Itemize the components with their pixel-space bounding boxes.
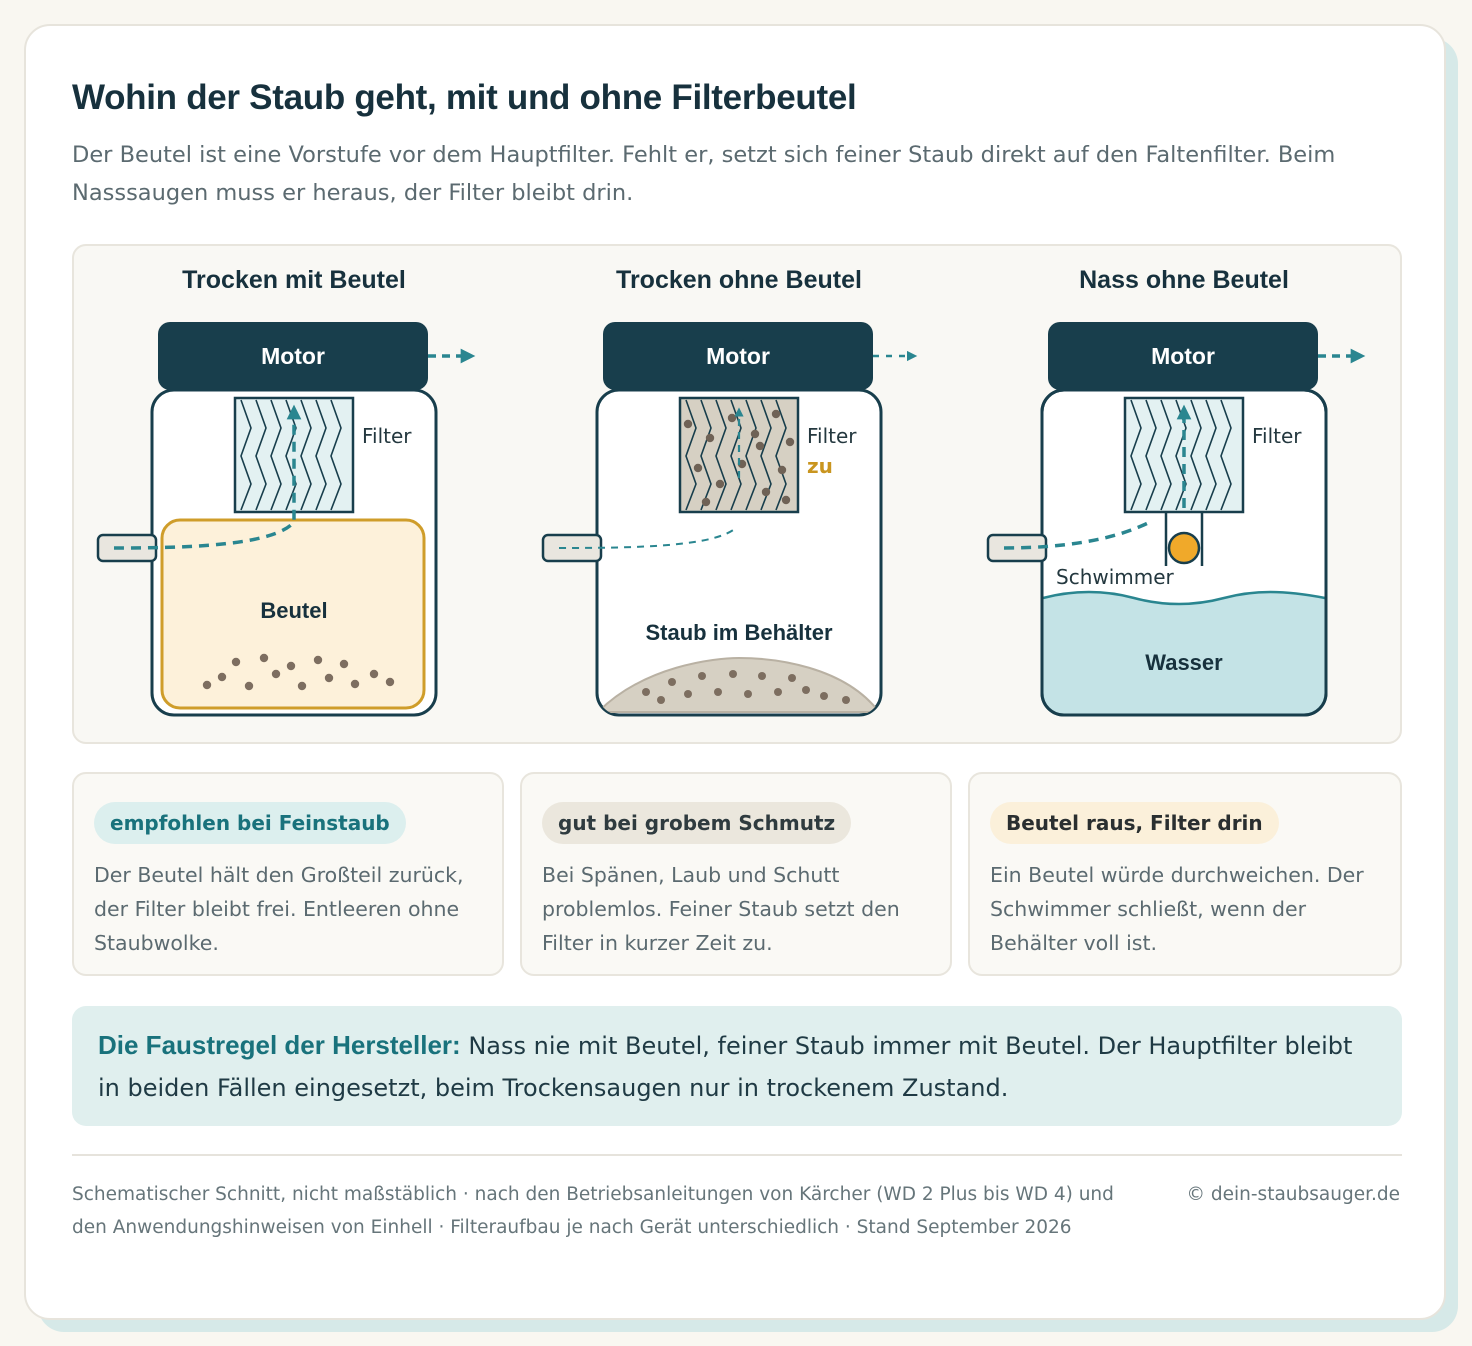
note-card-dry-without-bag: gut bei grobem Schmutz Bei Spänen, Laub … xyxy=(520,772,952,976)
filter-label: Filter xyxy=(1252,424,1302,448)
airflow-path xyxy=(113,404,302,550)
rule-of-thumb-box: Die Faustregel der Hersteller: Nass nie … xyxy=(72,1006,1402,1126)
filter-pleats xyxy=(1130,399,1232,511)
motor-label: Motor xyxy=(261,343,325,369)
water-surface xyxy=(1042,590,1326,606)
rule-text: Nass nie mit Beutel, feiner Staub immer … xyxy=(98,1032,1353,1102)
recommendation-badge: Beutel raus, Filter drin xyxy=(990,802,1279,844)
recommendation-badge: gut bei grobem Schmutz xyxy=(542,802,852,844)
diagram-heading: Nass ohne Beutel xyxy=(1079,266,1289,294)
diagram-dry-with-bag: Trocken mit Beutel Beutel xyxy=(96,266,476,717)
dust-particles xyxy=(202,653,395,691)
dust-bag xyxy=(160,518,426,710)
diagram-heading: Trocken ohne Beutel xyxy=(616,266,862,294)
intake-hose xyxy=(986,533,1048,563)
water-label: Wasser xyxy=(1145,650,1223,675)
filter-clogged-label: zu xyxy=(807,454,833,478)
note-text: Der Beutel hält den Großteil zurück, der… xyxy=(94,863,464,955)
filter-pleats xyxy=(240,399,342,511)
note-card-dry-with-bag: empfohlen bei Feinstaub Der Beutel hält … xyxy=(72,772,504,976)
chamber-label: Staub im Behälter xyxy=(645,620,832,645)
page-title: Wohin der Staub geht, mit und ohne Filte… xyxy=(72,78,857,117)
infographic-card: Wohin der Staub geht, mit und ohne Filte… xyxy=(24,24,1446,1320)
motor-label: Motor xyxy=(1151,343,1215,369)
source-note: Schematischer Schnitt, nicht maßstäblich… xyxy=(72,1184,1114,1238)
page-subtitle: Der Beutel ist eine Vorstufe vor dem Hau… xyxy=(72,142,1336,206)
water-fill xyxy=(1043,592,1325,715)
filter-pleats xyxy=(685,399,787,511)
dust-particles xyxy=(642,670,850,704)
airflow-path xyxy=(558,527,737,549)
bag-label: Beutel xyxy=(260,598,327,623)
rule-lead: Die Faustregel der Hersteller: xyxy=(98,1030,461,1060)
intake-hose xyxy=(96,533,158,563)
note-text: Ein Beutel würde durchweichen. Der Schwi… xyxy=(990,863,1364,955)
float-label: Schwimmer xyxy=(1056,565,1175,589)
motor-block xyxy=(158,322,428,390)
dust-pile xyxy=(598,656,880,713)
intake-hose xyxy=(541,533,603,563)
diagram-wet-without-bag: Nass ohne Beutel Wasser Schwimmer Filter xyxy=(986,266,1366,717)
filter-dust xyxy=(683,409,795,507)
diagram-panel: Trocken mit Beutel Beutel xyxy=(72,244,1402,744)
note-text: Bei Spänen, Laub und Schutt problemlos. … xyxy=(542,863,900,955)
diagram-heading: Trocken mit Beutel xyxy=(182,266,406,294)
note-card-wet: Beutel raus, Filter drin Ein Beutel würd… xyxy=(968,772,1402,976)
clogged-filter xyxy=(678,396,800,514)
filter-label: Filter xyxy=(807,424,857,448)
vacuum-cross-sections: Trocken mit Beutel Beutel xyxy=(96,266,1366,717)
footer-divider xyxy=(72,1154,1402,1156)
float-ball xyxy=(1167,531,1201,565)
copyright: © dein-staubsauger.de xyxy=(1186,1184,1400,1205)
diagram-dry-without-bag: Trocken ohne Beutel Staub im Behälter xyxy=(541,266,918,717)
motor-block xyxy=(603,322,873,390)
recommendation-badge: empfohlen bei Feinstaub xyxy=(94,802,406,844)
motor-label: Motor xyxy=(706,343,770,369)
airflow-path xyxy=(1003,520,1151,550)
motor-block xyxy=(1048,322,1318,390)
filter-label: Filter xyxy=(362,424,412,448)
